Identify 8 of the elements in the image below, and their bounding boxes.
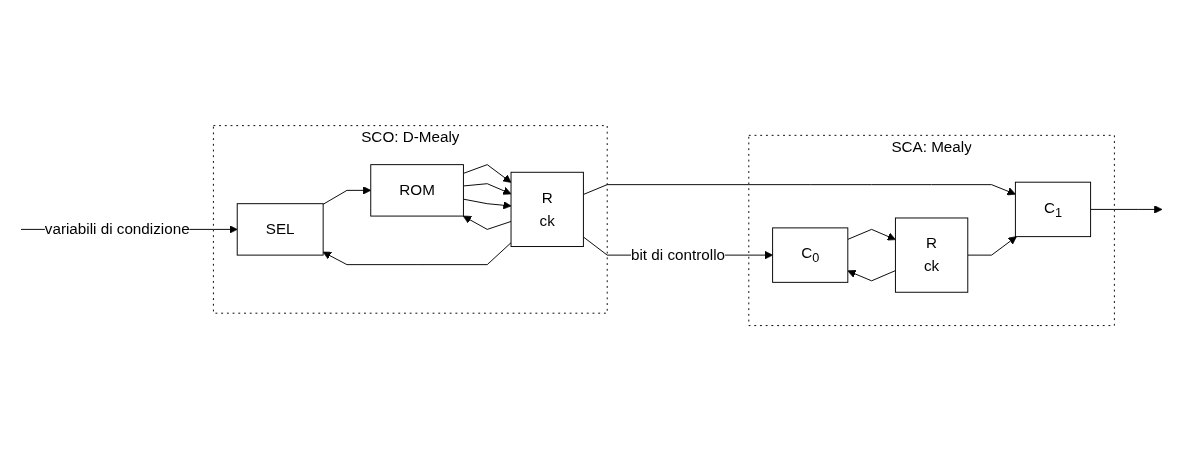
node-box: R ck (894, 217, 969, 294)
node-box: R ck (510, 172, 584, 248)
node-box: SEL (236, 203, 324, 256)
edge-label: bit di controllo (631, 246, 725, 264)
node-box: C$_{1}$ (1014, 182, 1092, 238)
node-box: C$_{0}$ (772, 227, 849, 284)
edge-label: variabili di condizione (44, 221, 190, 238)
node-box: ROM (370, 164, 464, 217)
